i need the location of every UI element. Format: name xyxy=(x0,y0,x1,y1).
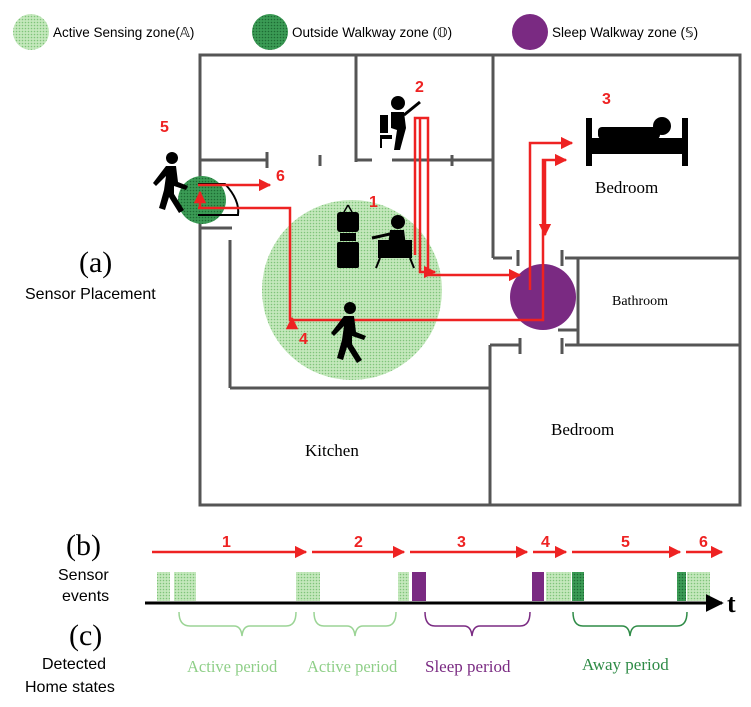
outer-wall xyxy=(198,53,742,507)
room-label-bathroom: Bathroom xyxy=(612,294,668,309)
outside-zone-legend-swatch xyxy=(252,14,288,50)
event-active xyxy=(174,572,196,601)
event-outside xyxy=(677,572,686,601)
timeline-step-numbers: 1 2 3 4 5 6 xyxy=(222,534,708,551)
path-study-down xyxy=(418,118,437,279)
movement-path xyxy=(193,116,574,330)
period-label-sleep: Sleep period xyxy=(425,657,511,676)
event-active xyxy=(687,572,710,601)
panel-c-caption-line1: Detected xyxy=(42,656,106,673)
timeline-step-2: 2 xyxy=(354,534,363,551)
sleep-zone-legend-swatch xyxy=(512,14,548,50)
room-label-bedroom-top: Bedroom xyxy=(595,178,658,197)
panel-a-tag: (a) xyxy=(79,246,112,279)
plan-step-numbers: 1 2 3 4 5 6 xyxy=(160,79,611,348)
panel-b-caption-line2: events xyxy=(62,588,109,605)
time-axis-label: t xyxy=(727,589,736,618)
person-at-desk-icon xyxy=(380,96,421,150)
panel-a-caption: Sensor Placement xyxy=(25,286,156,303)
plan-step-5: 5 xyxy=(160,119,169,136)
person-watching-tv-icon xyxy=(337,204,415,269)
event-active xyxy=(398,572,409,601)
timeline-step-1: 1 xyxy=(222,534,231,551)
period-label-active-1: Active period xyxy=(187,657,278,676)
path-to-bedroom xyxy=(198,153,568,322)
brace-active-1 xyxy=(178,611,297,637)
plan-step-3: 3 xyxy=(602,91,611,108)
period-braces xyxy=(178,611,688,637)
plan-step-1: 1 xyxy=(369,194,378,211)
timeline-step-5: 5 xyxy=(621,534,630,551)
plan-step-6: 6 xyxy=(276,168,285,185)
active-zone-legend-label: Active Sensing zone(𝔸) xyxy=(53,25,194,40)
panel-c-caption-line2: Home states xyxy=(25,679,115,696)
panel-b-caption-line1: Sensor xyxy=(58,567,109,584)
room-label-kitchen: Kitchen xyxy=(305,441,359,460)
period-label-active-2: Active period xyxy=(307,657,398,676)
path-bedroom-return xyxy=(528,136,574,290)
event-outside xyxy=(572,572,584,601)
path-to-study xyxy=(413,116,522,282)
event-active xyxy=(296,572,320,601)
timeline-step-4: 4 xyxy=(541,534,550,551)
active-zone-legend-swatch xyxy=(13,14,49,50)
event-active xyxy=(157,572,170,601)
sensor-event-bars xyxy=(157,572,710,601)
plan-step-2: 2 xyxy=(415,79,424,96)
event-sleep xyxy=(532,572,544,601)
sleep-zone-legend-label: Sleep Walkway zone (𝕊) xyxy=(552,25,698,40)
timeline-step-3: 3 xyxy=(457,534,466,551)
door-stubs xyxy=(265,152,564,354)
plan-step-4: 4 xyxy=(299,331,308,348)
person-in-bed-icon xyxy=(586,117,688,166)
panel-c-tag: (c) xyxy=(69,619,102,652)
period-label-away: Away period xyxy=(582,655,669,674)
legend: Active Sensing zone(𝔸) Outside Walkway z… xyxy=(13,14,698,50)
event-active xyxy=(546,572,571,601)
timeline-step-6: 6 xyxy=(699,534,708,551)
room-label-bedroom-bottom: Bedroom xyxy=(551,420,614,439)
floor-plan xyxy=(198,53,742,507)
brace-away xyxy=(572,611,688,637)
outside-zone-legend-label: Outside Walkway zone (𝕆) xyxy=(292,25,452,40)
brace-sleep xyxy=(424,611,531,637)
event-sleep xyxy=(412,572,426,601)
brace-active-2 xyxy=(313,611,397,637)
panel-b-tag: (b) xyxy=(66,529,101,562)
